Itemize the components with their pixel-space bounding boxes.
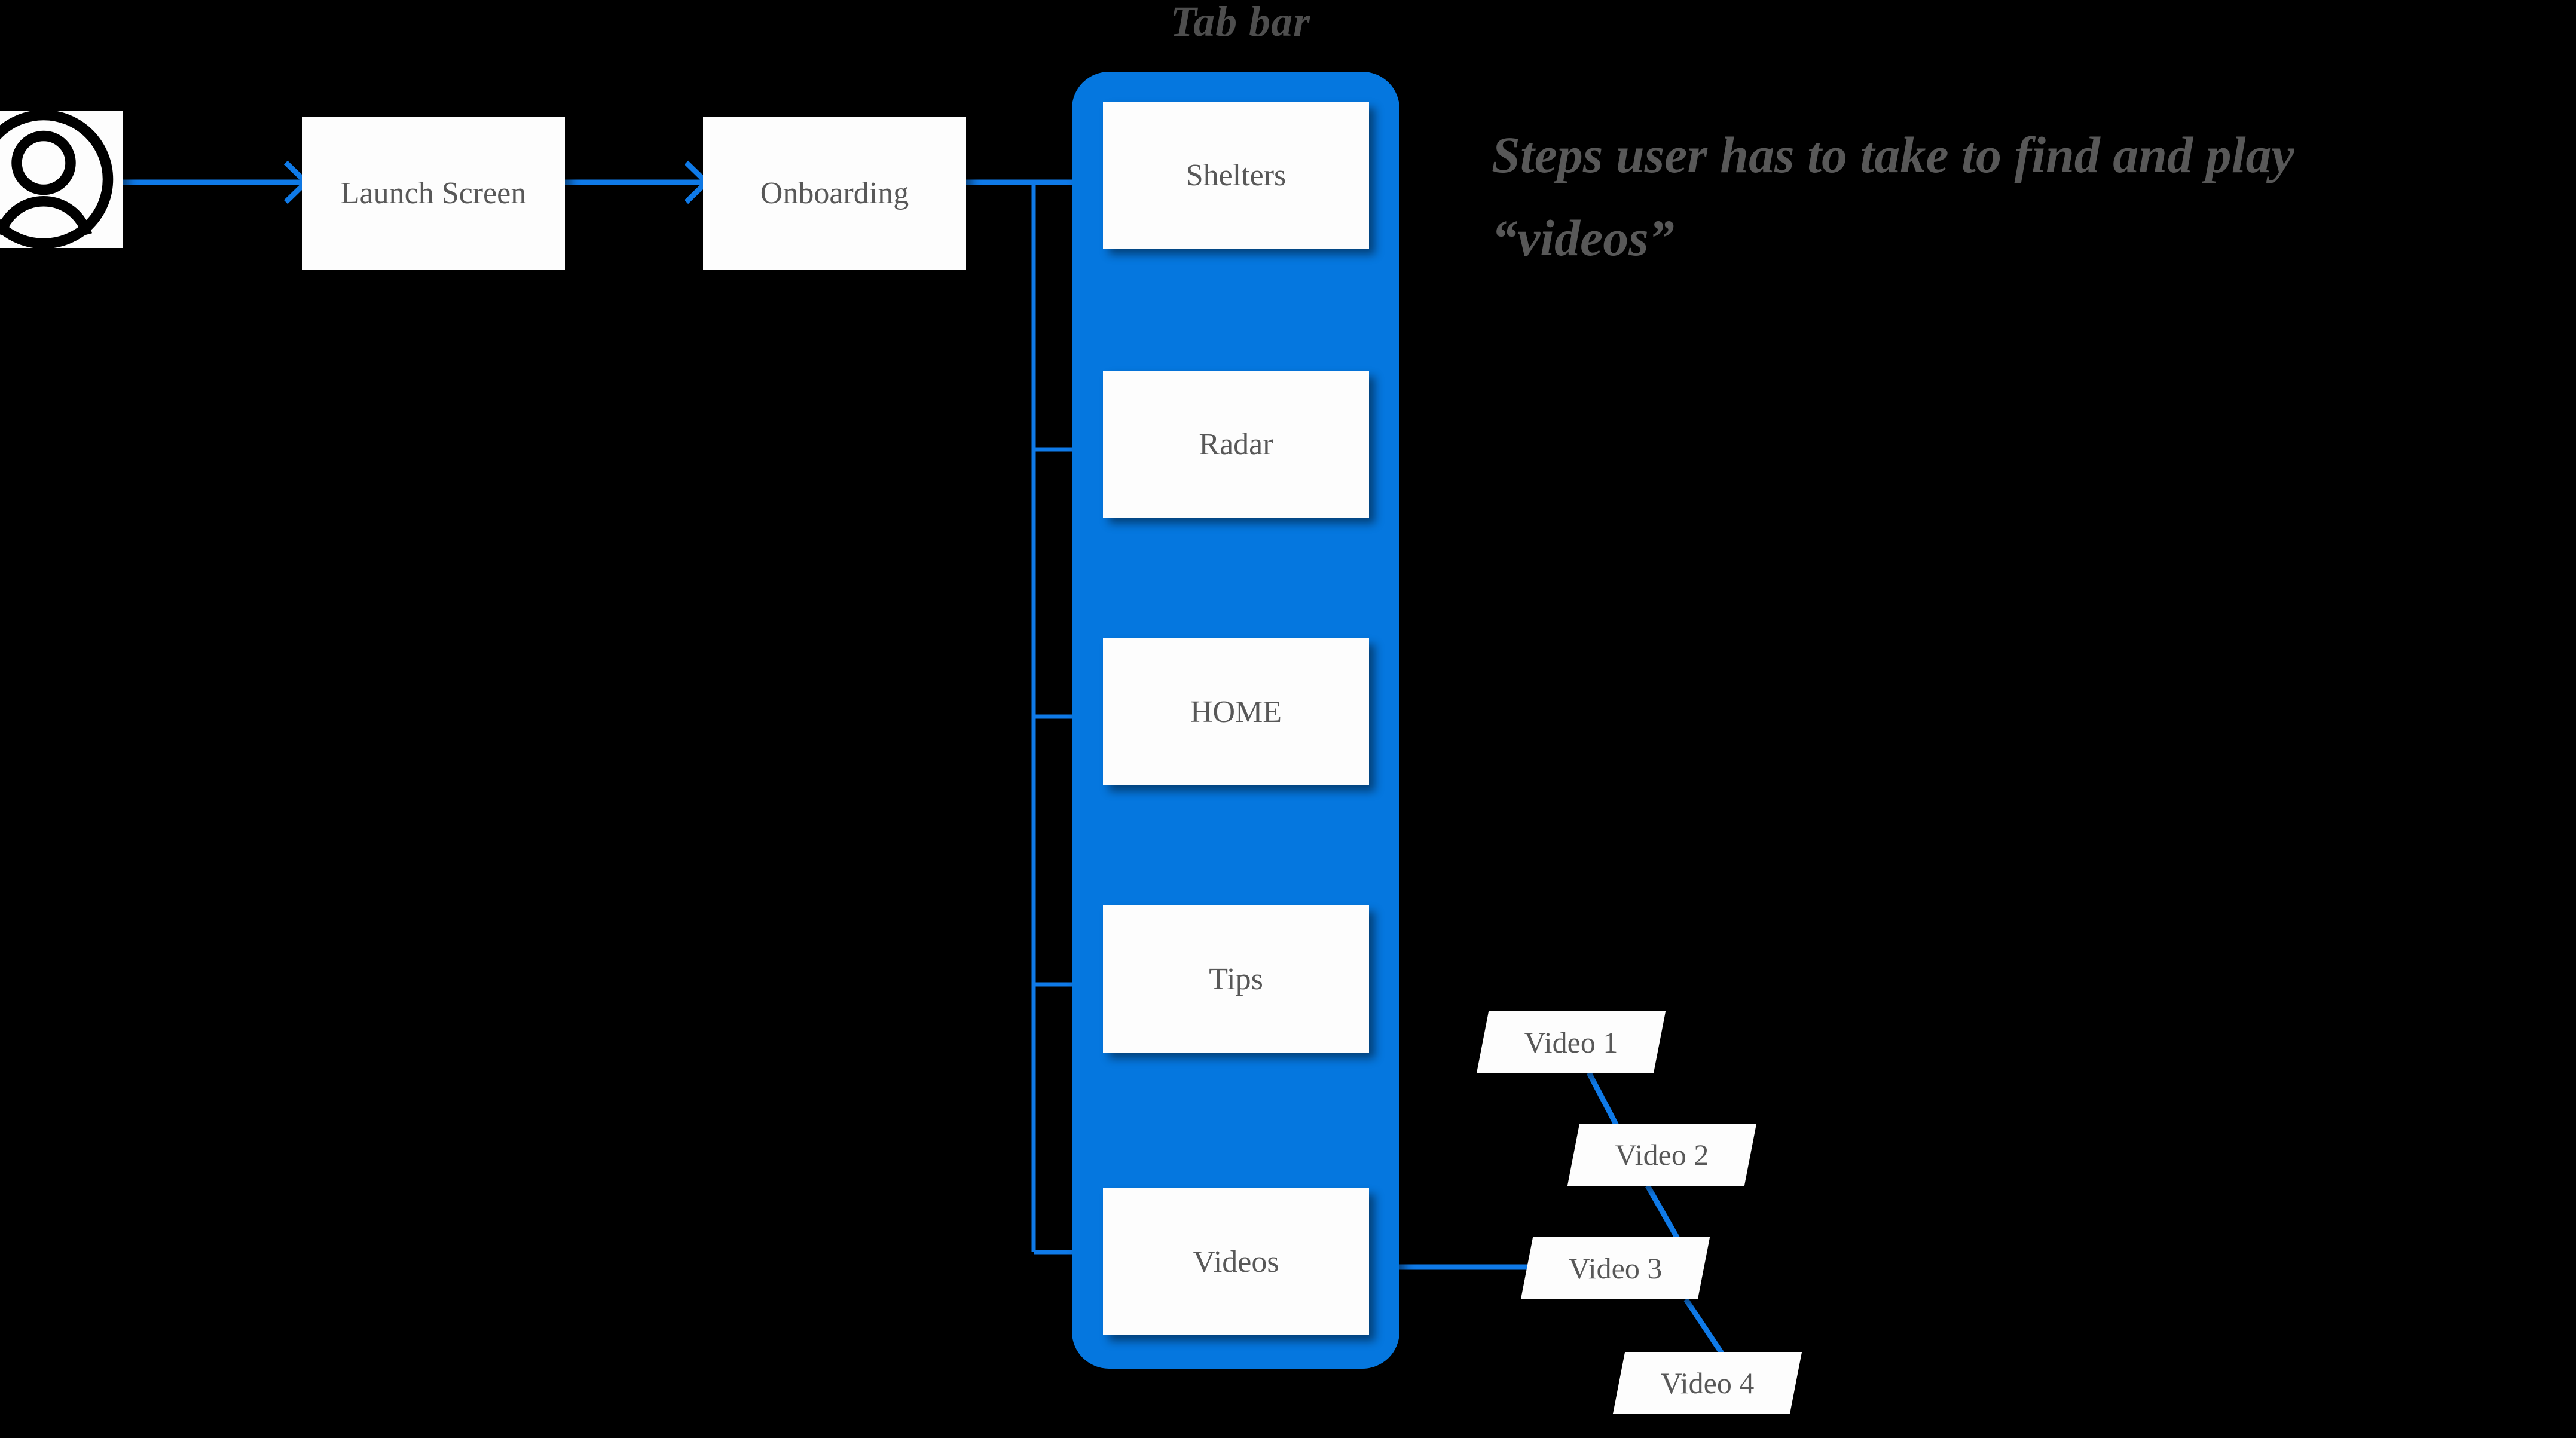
video-node-label: Video 2	[1615, 1138, 1709, 1171]
tab-item-label: Videos	[1193, 1244, 1279, 1279]
tab-item-videos[interactable]: Videos	[1103, 1188, 1369, 1335]
launch-screen-label: Launch Screen	[340, 176, 527, 210]
launch-screen-node[interactable]: Launch Screen	[302, 117, 565, 270]
onboarding-node[interactable]: Onboarding	[703, 117, 966, 270]
video-node-1[interactable]: Video 1	[1476, 1011, 1666, 1073]
annotation-line-2: “videos”	[1492, 209, 1674, 267]
tab-item-label: Shelters	[1185, 158, 1287, 192]
connector-video1-to-video2	[1587, 1071, 1619, 1127]
user-avatar-icon	[0, 109, 114, 249]
onboarding-label: Onboarding	[760, 176, 909, 210]
annotation-line-1: Steps user has to take to find and play	[1492, 126, 2294, 183]
tab-item-label: Radar	[1199, 427, 1273, 461]
tab-item-label: HOME	[1190, 694, 1282, 729]
tab-item-radar[interactable]: Radar	[1103, 371, 1369, 518]
video-node-label: Video 1	[1524, 1026, 1618, 1059]
tab-item-tips[interactable]: Tips	[1103, 905, 1369, 1053]
connector-video2-to-video3	[1645, 1184, 1680, 1240]
video-node-4[interactable]: Video 4	[1612, 1352, 1802, 1414]
tab-item-shelters[interactable]: Shelters	[1103, 102, 1369, 249]
tab-bar-title: Tab bar	[1170, 0, 1311, 45]
tab-item-label: Tips	[1209, 962, 1263, 996]
video-node-label: Video 4	[1660, 1366, 1755, 1400]
user-avatar-node	[0, 109, 123, 249]
annotation-text: Steps user has to take to find and play …	[1492, 114, 2576, 280]
tab-item-home[interactable]: HOME	[1103, 638, 1369, 785]
connector-video3-to-video4	[1683, 1298, 1724, 1355]
video-node-2[interactable]: Video 2	[1567, 1124, 1757, 1186]
video-node-3[interactable]: Video 3	[1520, 1237, 1710, 1299]
video-node-label: Video 3	[1568, 1252, 1663, 1285]
